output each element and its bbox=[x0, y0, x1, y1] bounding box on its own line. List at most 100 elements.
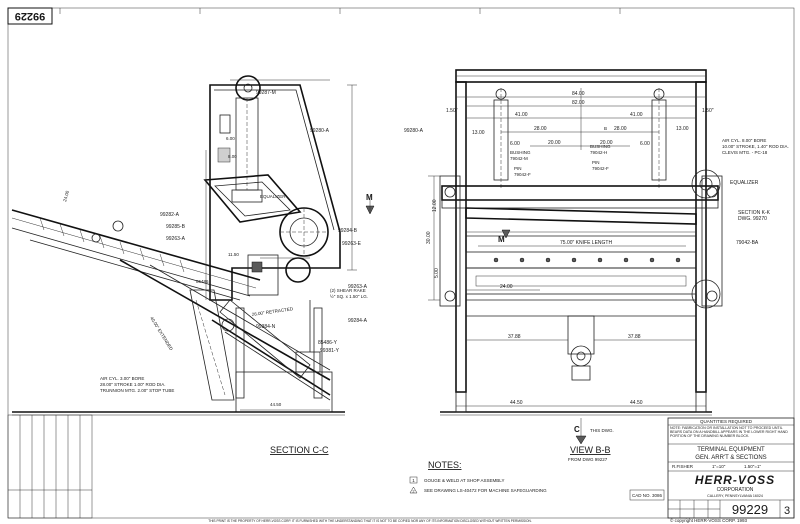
label-99287-m: 99287-M bbox=[256, 90, 276, 96]
label-79042-ba: 79042-BA bbox=[736, 240, 759, 246]
label-99280-a: 99280-A bbox=[310, 128, 330, 134]
support-column-left bbox=[235, 307, 245, 399]
tb-quantities: QUANTITIES REQUIRED bbox=[700, 419, 753, 424]
label-bushing-r: BUSHING bbox=[590, 144, 611, 149]
dim-37-right: 37.88 bbox=[628, 334, 641, 340]
view-b-labels: 99280-A BUSHING 79042-M PIN 79042-F BUSH… bbox=[366, 91, 789, 462]
label-99384-a: 99284-A bbox=[348, 318, 368, 324]
label-equalizer-b: EQUALIZER bbox=[730, 180, 759, 186]
sheet-number-stamp-text: 99229 bbox=[15, 10, 46, 22]
label-99263-a-right: 99263-A bbox=[348, 284, 368, 290]
label-pin-r: PIN bbox=[592, 160, 600, 165]
label-dim-44-c: 44.50 bbox=[270, 402, 282, 407]
support-column-right bbox=[313, 307, 323, 399]
dim-13-right: 13.00 bbox=[676, 126, 689, 132]
label-99280-a-b: 99280-A bbox=[404, 128, 424, 134]
title-block: QUANTITIES REQUIRED NOTE: FABRICATION OR… bbox=[667, 417, 795, 519]
note-1-num: 1 bbox=[412, 478, 415, 483]
label-rake-size: ½" SQ. x 1.50" LG. bbox=[330, 293, 368, 299]
note-1-marker bbox=[409, 476, 418, 484]
tb-drawn-by: R.FISHER bbox=[672, 464, 694, 469]
label-knife-length: 75.00" KNIFE LENGTH bbox=[560, 240, 612, 246]
label-air-cyl-1: AIR CYL. 8.00" BORE bbox=[722, 138, 766, 143]
label-bushing-r-no: 79042-H bbox=[590, 150, 607, 155]
tb-note-box: NOTE: FABRICATION OR INSTALLATION NOT TO… bbox=[670, 426, 788, 438]
sheet-number-stamp: 99229 bbox=[7, 7, 53, 25]
label-99384-n: 99384-N bbox=[256, 324, 276, 330]
dim-44-right: 44.50 bbox=[630, 400, 643, 406]
label-pin-r-no: 79042-F bbox=[592, 166, 609, 171]
dim-28-left: 28.00 bbox=[534, 126, 547, 132]
label-section-k-dwg: DWG. 99270 bbox=[738, 216, 767, 222]
label-bushing-l-no: 79042-M bbox=[510, 156, 528, 161]
dim-20-left: 20.00 bbox=[548, 140, 561, 146]
label-99381-y: 99381-Y bbox=[320, 348, 340, 354]
label-dim-8-c: 8.00 bbox=[228, 154, 237, 159]
cyl-note-line-3: TRUNNION MTG. 2.00" STOP TUBE bbox=[100, 388, 174, 393]
linkage-arm bbox=[203, 174, 302, 223]
label-air-cyl-3: CLEVIS MTG. - PC-18 bbox=[722, 150, 768, 155]
label-99284-b: 99284-B bbox=[338, 228, 358, 234]
label-85486: 85486 bbox=[196, 279, 209, 284]
dim-37-left: 37.88 bbox=[508, 334, 521, 340]
title-block-frame bbox=[667, 417, 795, 519]
tb-title-2: GEN. ARR'T & SECTIONS bbox=[695, 455, 766, 461]
tb-title-1: TERMINAL EQUIPMENT bbox=[697, 447, 765, 453]
label-99285-b: 99285-B bbox=[166, 224, 186, 230]
lower-table bbox=[465, 267, 697, 295]
label-pin-l-no: 79042-F bbox=[514, 172, 531, 177]
right-gear-column bbox=[701, 175, 723, 307]
bed-bolts bbox=[493, 257, 681, 263]
notes-block: NOTES: 1 GOUGE & WELD AT SHOP ASSEMBLY 2… bbox=[409, 460, 547, 494]
tb-company-loc: CALLERY, PENNSYLVANIA 16024 bbox=[707, 494, 763, 498]
label-retracted: 26.00" RETRACTED bbox=[251, 306, 294, 317]
section-marker-m-right: M bbox=[498, 235, 505, 244]
notes-title: NOTES: bbox=[428, 460, 462, 470]
copyright: © copyright HERR-VOSS CORP. 1993 bbox=[670, 517, 748, 523]
label-this-dwg: THIS DWG. bbox=[590, 428, 614, 433]
label-shear-rake: (2) SHEAR RAKE bbox=[330, 288, 366, 293]
cad-no: CAD NO. 3086 bbox=[632, 493, 663, 498]
label-air-cyl-2: 10.00" STROKE, 1.40" ROD DIA. bbox=[722, 144, 789, 149]
view-b-title: VIEW B-B bbox=[570, 445, 611, 455]
upper-knife-blade bbox=[465, 207, 697, 225]
dim-41-left: 41.00 bbox=[515, 112, 528, 118]
section-c-title: SECTION C-C bbox=[270, 445, 329, 455]
section-marker-m-left: M bbox=[366, 193, 373, 202]
view-b-subtitle: FROM DWG 99227 bbox=[568, 457, 608, 462]
cad-no-box bbox=[629, 489, 665, 501]
label-99263-e: 99263-E bbox=[342, 241, 362, 247]
tb-note: NOTE: FABRICATION OR INSTALLATION NOT TO… bbox=[670, 426, 788, 438]
dim-41-right: 41.00 bbox=[630, 112, 643, 118]
dim-13-left: 13.00 bbox=[472, 130, 485, 136]
dim-84: 84.00 bbox=[572, 91, 585, 97]
dim-20-right: 20.00 bbox=[600, 140, 613, 146]
dim-28-right: 28.00 bbox=[614, 126, 627, 132]
footer-disclaimer: THIS PRINT IS THE PROPERTY OF HERR-VOSS … bbox=[208, 519, 531, 523]
label-dim-11: 11.50 bbox=[228, 252, 239, 257]
tb-scale: 1"=10" bbox=[712, 464, 726, 469]
dim-5-b: 5.00 bbox=[434, 268, 440, 278]
tb-company-sub: CORPORATION bbox=[717, 487, 754, 493]
left-gear-column bbox=[439, 175, 461, 307]
dim-6-left: 6.00 bbox=[510, 141, 520, 147]
border-ticks bbox=[59, 8, 621, 14]
lower-air-cylinder bbox=[219, 299, 311, 379]
dim-6-right: 6.00 bbox=[640, 141, 650, 147]
drawing-border bbox=[7, 7, 795, 519]
dim-44-left: 44.50 bbox=[510, 400, 523, 406]
section-c-frame-inner bbox=[214, 89, 335, 231]
revision-strip bbox=[7, 414, 93, 519]
view-b-b-frame bbox=[365, 69, 723, 445]
dim-30-b: 30.00 bbox=[426, 231, 432, 244]
note-1-text: GOUGE & WELD AT SHOP ASSEMBLY bbox=[424, 478, 504, 483]
dim-12-b: 12.00 bbox=[432, 199, 438, 212]
tb-company: HERR-VOSS bbox=[695, 473, 775, 487]
dim-82: 82.00 bbox=[572, 100, 585, 106]
tb-drawing-number: 99229 bbox=[732, 502, 768, 517]
label-section-k: SECTION K-K bbox=[738, 210, 771, 216]
section-c-c-view bbox=[11, 75, 357, 416]
dim-150-right: 1.50" bbox=[702, 108, 714, 114]
